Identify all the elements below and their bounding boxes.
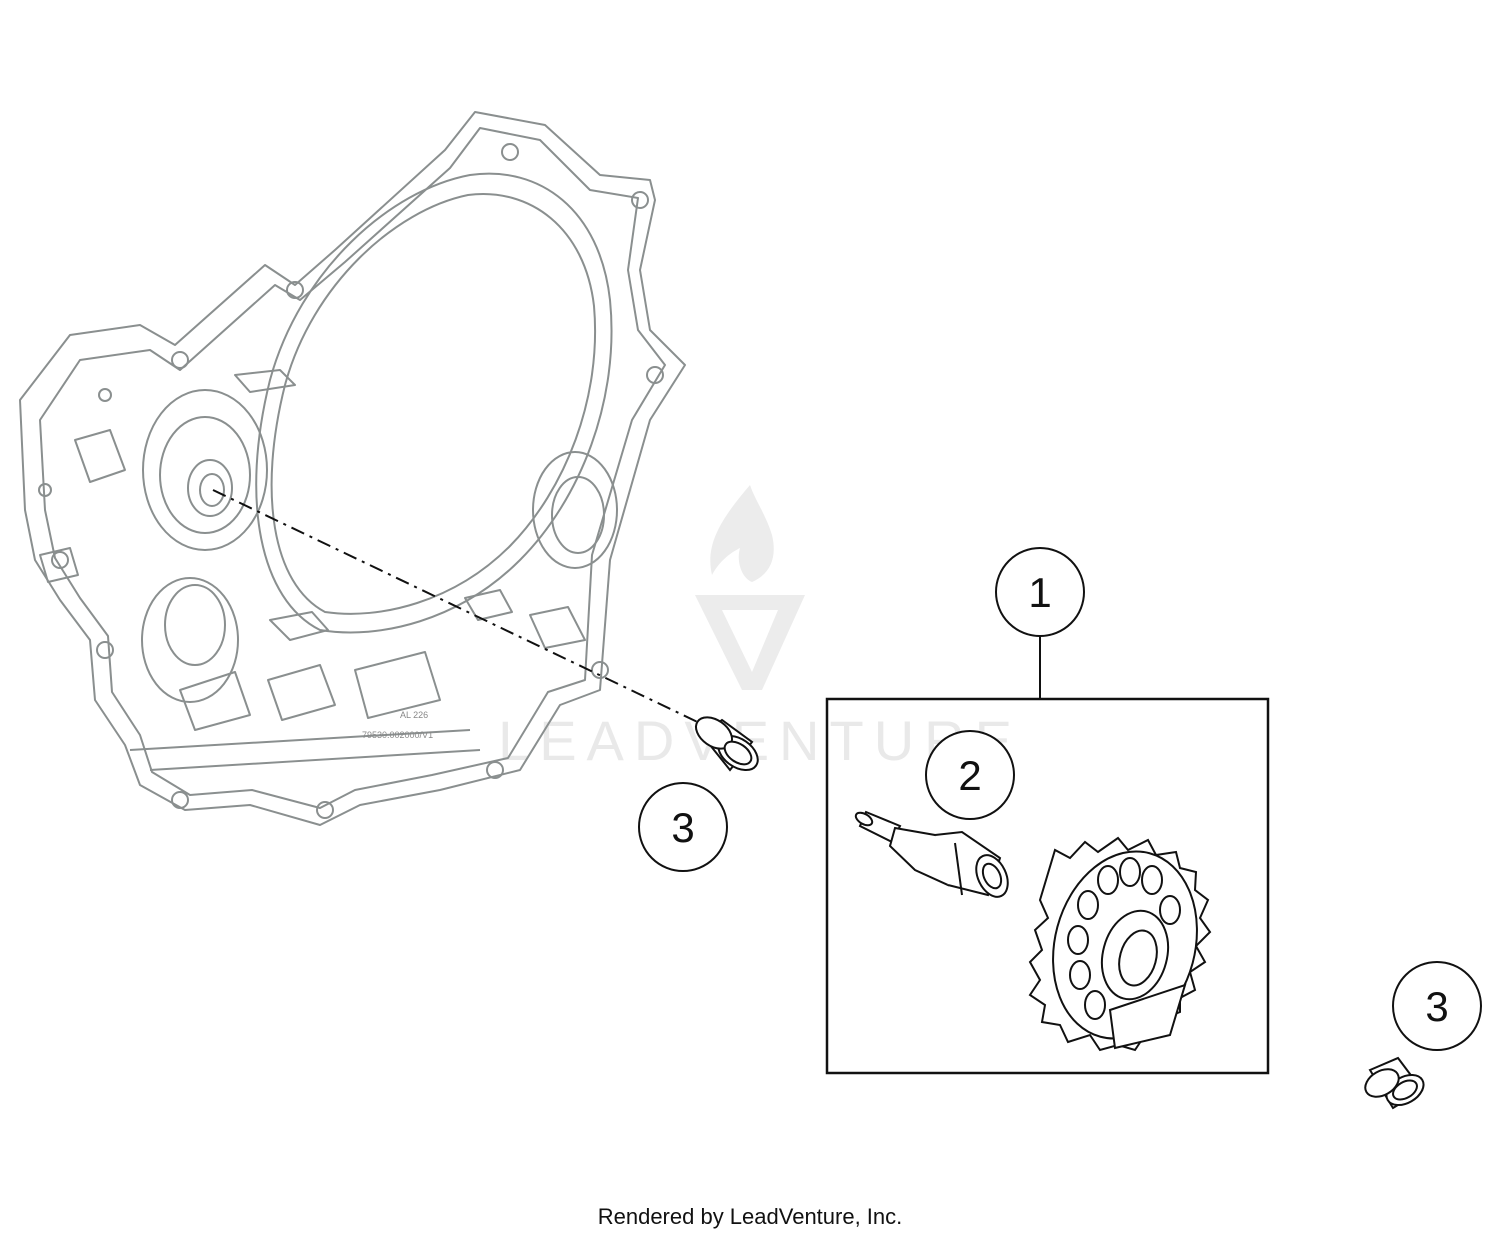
- bushing-upper: [694, 716, 759, 772]
- footer-credit: Rendered by LeadVenture, Inc.: [597, 1204, 903, 1229]
- cover-ribs: [129, 651, 481, 771]
- callout-1: 1: [995, 547, 1085, 637]
- watermark: LEADVENTURE: [498, 485, 1012, 772]
- kit-box: [825, 697, 1270, 1075]
- callout-label: 3: [1425, 983, 1448, 1030]
- callout-label: 3: [671, 804, 694, 851]
- cover-marking: AL 226 79530.002000/V1: [362, 710, 433, 740]
- kickstart-shaft: [854, 810, 1009, 898]
- shaft-seal-right: [532, 451, 618, 569]
- bosses: [39, 369, 586, 649]
- shaft-seal-left: [142, 389, 268, 551]
- shaft-seal-lower: [141, 577, 239, 703]
- flame-logo-icon: [695, 485, 805, 690]
- callout-2: 2: [925, 730, 1015, 820]
- assembly-line: [212, 489, 709, 728]
- callout-3-lower: 3: [1392, 961, 1482, 1051]
- cover-marking-line2: 79530.002000/V1: [362, 730, 433, 740]
- callout-label: 2: [958, 752, 981, 799]
- callout-label: 1: [1028, 569, 1051, 616]
- clutch-cover: [19, 111, 686, 826]
- kickstart-gear: [1028, 836, 1212, 1052]
- callout-3-upper: 3: [638, 782, 728, 872]
- bushing-lower: [1364, 1056, 1425, 1110]
- cover-marking-line1: AL 226: [400, 710, 428, 720]
- bolt-holes: [38, 143, 664, 819]
